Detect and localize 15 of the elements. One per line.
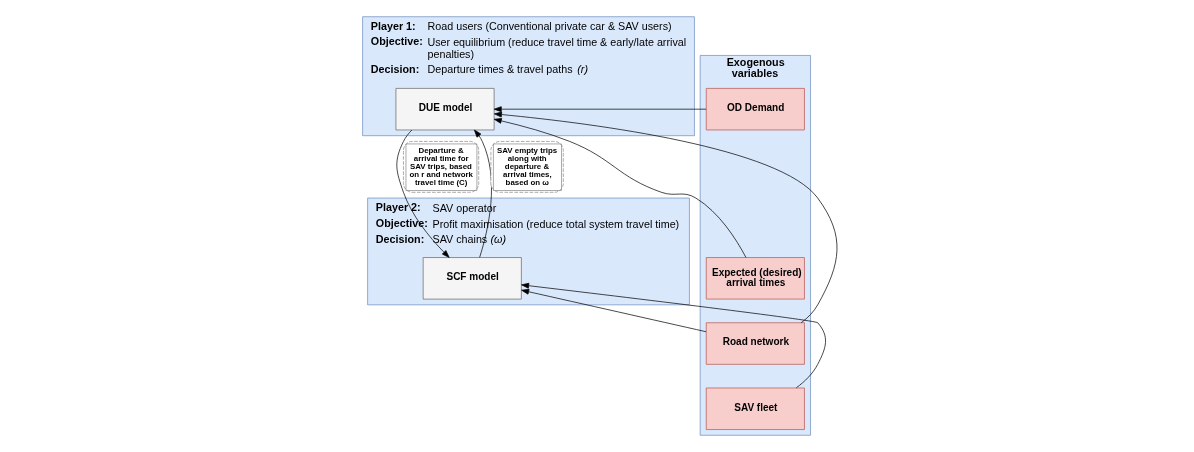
- arrow: [474, 129, 492, 258]
- arrow: [521, 282, 826, 389]
- edge-label: SAV empty trips along with departure & arrival times, based on ω: [496, 146, 558, 187]
- arrow: [494, 111, 838, 324]
- arrow: [521, 288, 707, 333]
- arrow: [396, 129, 450, 258]
- node-box: DUE model: [395, 88, 495, 131]
- arrow: [493, 118, 747, 258]
- node-box: Expected (desired) arrival times: [705, 257, 805, 300]
- node-box: SCF model: [422, 257, 522, 300]
- arrow: [493, 106, 707, 113]
- node-box: OD Demand: [705, 88, 805, 131]
- edge-label: Departure & arrival time for SAV trips, based on r and network travel time (C): [409, 146, 473, 187]
- node-box: Road network: [705, 322, 805, 365]
- node-box: SAV fleet: [705, 387, 805, 430]
